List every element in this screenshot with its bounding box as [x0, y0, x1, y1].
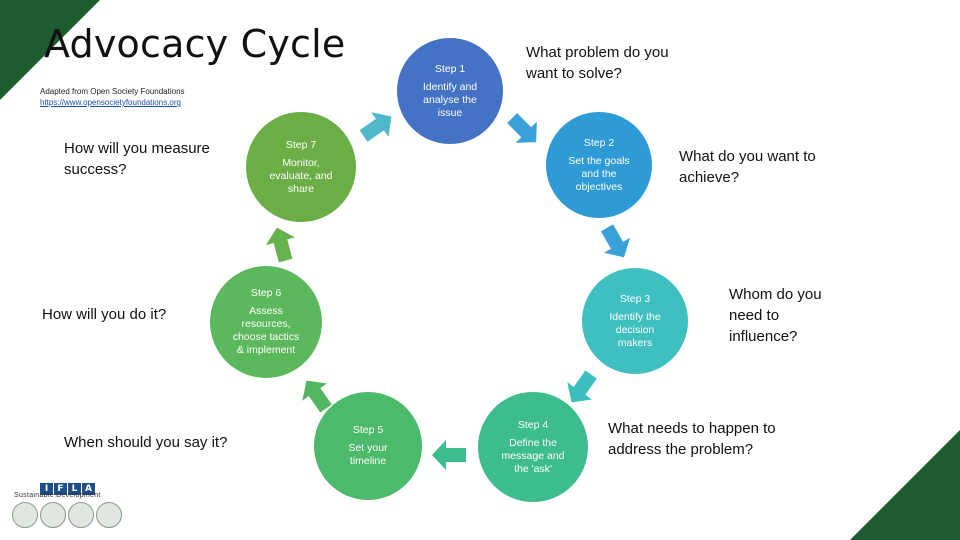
question-step-4: What needs to happen to address the prob…	[608, 420, 776, 458]
step-4-circle: Step 4 Define the message and the 'ask'	[478, 392, 588, 502]
arrow-step6-to-step7	[265, 227, 295, 263]
arrow-step1-to-step2	[507, 113, 537, 143]
corner-decoration-bottom-right	[850, 430, 960, 540]
step-label: Step 7	[285, 138, 317, 151]
globe-icon	[12, 502, 38, 528]
step-description: Set your timeline	[348, 442, 388, 467]
step-2-circle: Step 2 Set the goals and the objectives	[546, 112, 652, 218]
step-label: Step 4	[517, 418, 549, 431]
question-step-2: What do you want to achieve?	[679, 148, 816, 186]
arrow-step4-to-step5	[432, 440, 466, 470]
attribution-link[interactable]: https://www.opensocietyfoundations.org	[40, 98, 181, 107]
step-label: Step 3	[619, 292, 651, 305]
logo-caption: Sustainable Development	[14, 492, 101, 499]
question-step-3: Whom do you need to influence?	[729, 286, 822, 345]
step-description: Set the goals and the objectives	[568, 154, 630, 193]
logo-letter: L	[68, 483, 81, 495]
arrow-step7-to-step1	[359, 112, 392, 142]
step-label: Step 2	[583, 136, 615, 149]
step-6-circle: Step 6 Assess resources, choose tactics …	[210, 266, 322, 378]
globe-icon	[40, 502, 66, 528]
logo-letter: F	[54, 483, 67, 495]
question-step-5: When should you say it?	[64, 434, 228, 451]
question-step-6: How will you do it?	[42, 306, 167, 323]
step-label: Step 5	[352, 424, 384, 436]
logo-letter: A	[82, 483, 95, 495]
question-step-7: How will you measure success?	[64, 140, 210, 178]
step-description: Identify the decision makers	[609, 310, 661, 349]
step-description: Assess resources, choose tactics & imple…	[232, 305, 300, 356]
step-description: Define the message and the 'ask'	[501, 436, 565, 475]
step-1-circle: Step 1 Identify and analyse the issue	[397, 38, 503, 144]
logo-letter: I	[40, 483, 53, 495]
corner-decoration-top-left	[0, 0, 100, 100]
attribution-text: Adapted from Open Society Foundations	[40, 87, 185, 96]
arrow-step5-to-step6	[302, 380, 332, 413]
page-title: Advocacy Cycle	[44, 22, 346, 66]
attribution: Adapted from Open Society Foundations ht…	[40, 86, 185, 108]
question-step-1: What problem do you want to solve?	[526, 44, 669, 82]
step-label: Step 6	[250, 287, 282, 299]
step-3-circle: Step 3 Identify the decision makers	[582, 268, 688, 374]
arrow-step2-to-step3	[600, 224, 630, 258]
step-label: Step 1	[434, 62, 466, 75]
step-7-circle: Step 7 Monitor, evaluate, and share	[246, 112, 356, 222]
step-description: Identify and analyse the issue	[422, 80, 478, 119]
step-description: Monitor, evaluate, and share	[269, 156, 333, 195]
step-5-circle: Step 5 Set your timeline	[314, 392, 422, 500]
globe-icon	[68, 502, 94, 528]
globe-icon	[96, 502, 122, 528]
arrow-step3-to-step4	[567, 370, 597, 403]
